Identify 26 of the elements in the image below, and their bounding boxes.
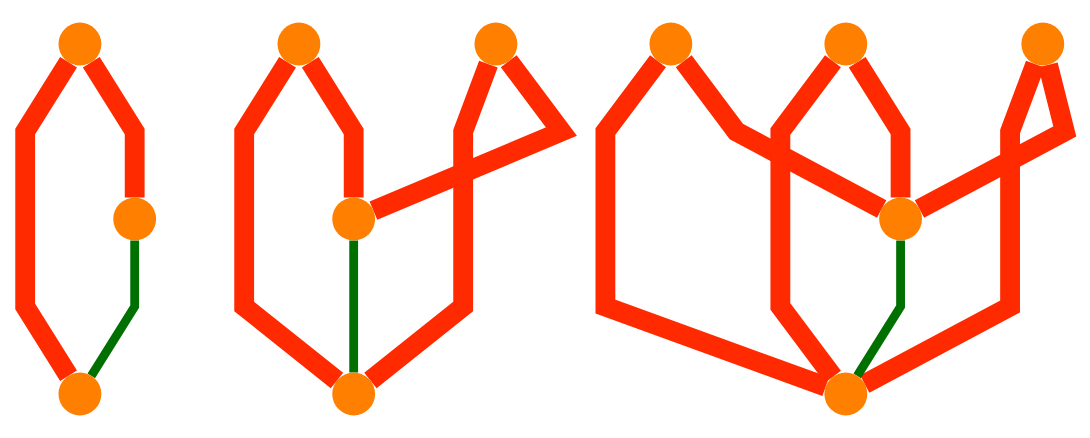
node-circle bbox=[649, 22, 693, 66]
node-circle bbox=[58, 22, 102, 66]
node-circle bbox=[1021, 22, 1065, 66]
connector bbox=[349, 240, 359, 373]
node-circle bbox=[824, 372, 868, 416]
connector bbox=[87, 240, 140, 379]
connector bbox=[234, 56, 344, 389]
node-circle bbox=[113, 197, 157, 241]
node-circle bbox=[332, 197, 376, 241]
connector bbox=[82, 56, 145, 198]
connector bbox=[301, 56, 364, 198]
node-circle bbox=[879, 197, 922, 241]
connector bbox=[369, 55, 577, 220]
connector bbox=[770, 55, 841, 383]
node-circle bbox=[332, 372, 376, 416]
node-circle bbox=[58, 372, 102, 416]
connector bbox=[675, 55, 887, 218]
connector bbox=[595, 55, 830, 396]
connector bbox=[848, 56, 911, 198]
connector bbox=[853, 240, 905, 379]
connector bbox=[364, 60, 498, 389]
node-circle bbox=[277, 22, 321, 66]
node-circle bbox=[474, 22, 518, 66]
connector bbox=[15, 56, 77, 382]
connector bbox=[914, 62, 1077, 218]
node-circle bbox=[824, 22, 868, 66]
